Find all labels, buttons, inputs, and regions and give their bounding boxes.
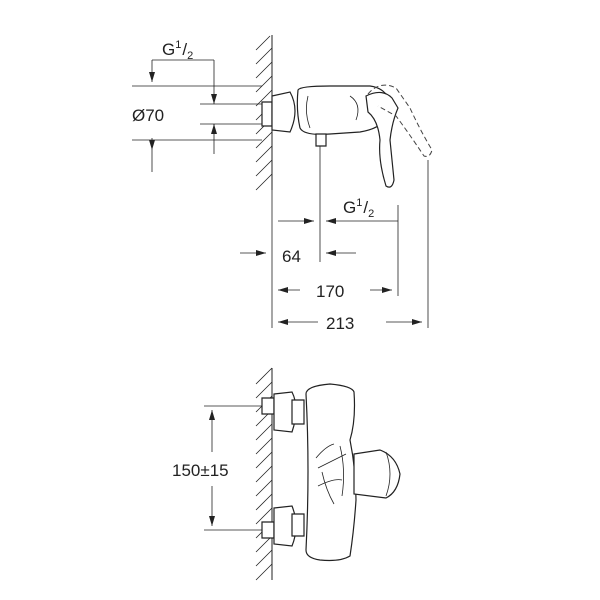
mixer-body-front [305,383,357,562]
side-view: G1/2 Ø70 G1/2 64 170 213 [132,35,433,333]
upper-inlet-nut [261,397,275,415]
dim-170-label: 170 [316,282,344,301]
lower-eccentric [291,513,305,537]
escutcheon [271,91,296,133]
dim-spacing-label: 150±15 [172,461,229,480]
thread-outlet-label: G1/2 [343,197,374,220]
lever-front [353,449,401,499]
upper-eccentric [291,399,305,425]
lower-inlet-nut [261,521,275,539]
inlet-connector [261,101,273,127]
diameter-label: Ø70 [132,106,164,125]
lever-handle [365,91,399,188]
dim-213-label: 213 [326,314,354,333]
dim-64-label: 64 [282,247,301,266]
thread-inlet-label: G1/2 [162,39,193,62]
front-view: 150±15 [172,367,401,581]
outlet-connector [315,133,327,147]
